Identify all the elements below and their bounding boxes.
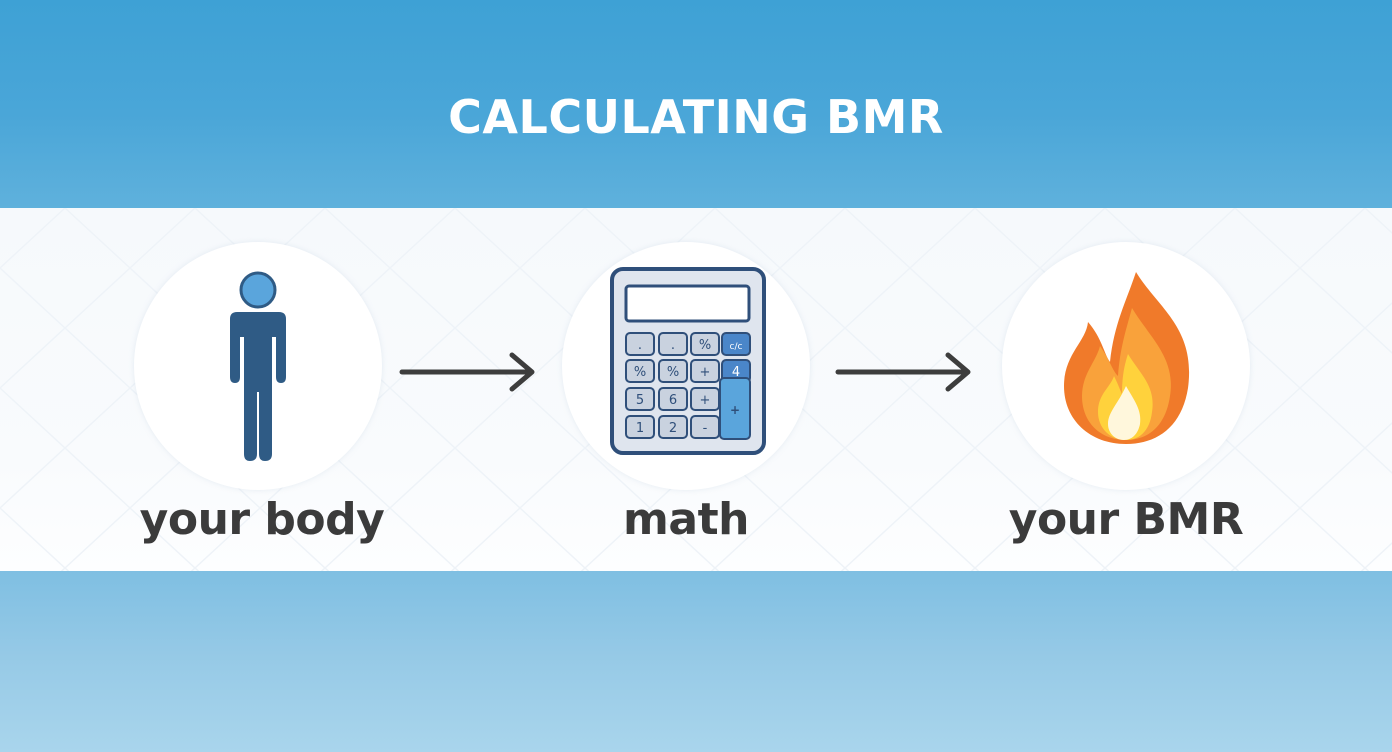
person-icon: [230, 271, 286, 461]
calculator-key-label: 2: [669, 421, 677, 436]
calculator-key-label: %: [634, 365, 646, 380]
calculator-key-label: c/c: [730, 342, 743, 352]
calculator-key: [625, 415, 655, 439]
calculator-key: [625, 359, 655, 383]
calculator-key: [625, 332, 655, 356]
calculator-key-label: 1: [636, 421, 644, 436]
calculator-key-label: +: [700, 365, 711, 380]
arrow-right-icon: [835, 352, 971, 392]
calculator-key-label: 4: [732, 365, 740, 380]
header-banner: [0, 0, 1392, 208]
calculator-key: [658, 359, 688, 383]
calculator-key-label: -: [703, 421, 708, 436]
step-label-bmr: your BMR: [1008, 494, 1244, 545]
calculator-key: [690, 359, 720, 383]
calculator-key-label: 5: [636, 393, 644, 408]
calculator-icon: ..% c/c%% +4 5 6 +1 2 - +: [610, 267, 766, 455]
step-circle-math: ..% c/c%% +4 5 6 +1 2 - +: [562, 242, 810, 490]
calculator-key-label: .: [638, 338, 642, 353]
calculator-key: [721, 332, 751, 356]
step-circle-body: [134, 242, 382, 490]
calculator-key: [625, 387, 655, 411]
calculator-key-label: 6: [669, 393, 677, 408]
arrow-right-icon: [399, 352, 535, 392]
svg-text:+: +: [730, 403, 740, 417]
calculator-key-label: %: [667, 365, 679, 380]
page-title: CALCULATING BMR: [448, 90, 944, 144]
calculator-key-label: +: [700, 393, 711, 408]
step-label-body: your body: [139, 494, 385, 545]
flame-icon: [1064, 272, 1190, 444]
calculator-key: [658, 415, 688, 439]
calculator-key: [690, 332, 720, 356]
calculator-key-label: %: [699, 338, 711, 353]
footer-band: [0, 571, 1392, 752]
calculator-key-label: .: [671, 338, 675, 353]
step-label-math: math: [623, 494, 749, 545]
calculator-key: [658, 332, 688, 356]
calculator-key: [658, 387, 688, 411]
step-circle-bmr: [1002, 242, 1250, 490]
